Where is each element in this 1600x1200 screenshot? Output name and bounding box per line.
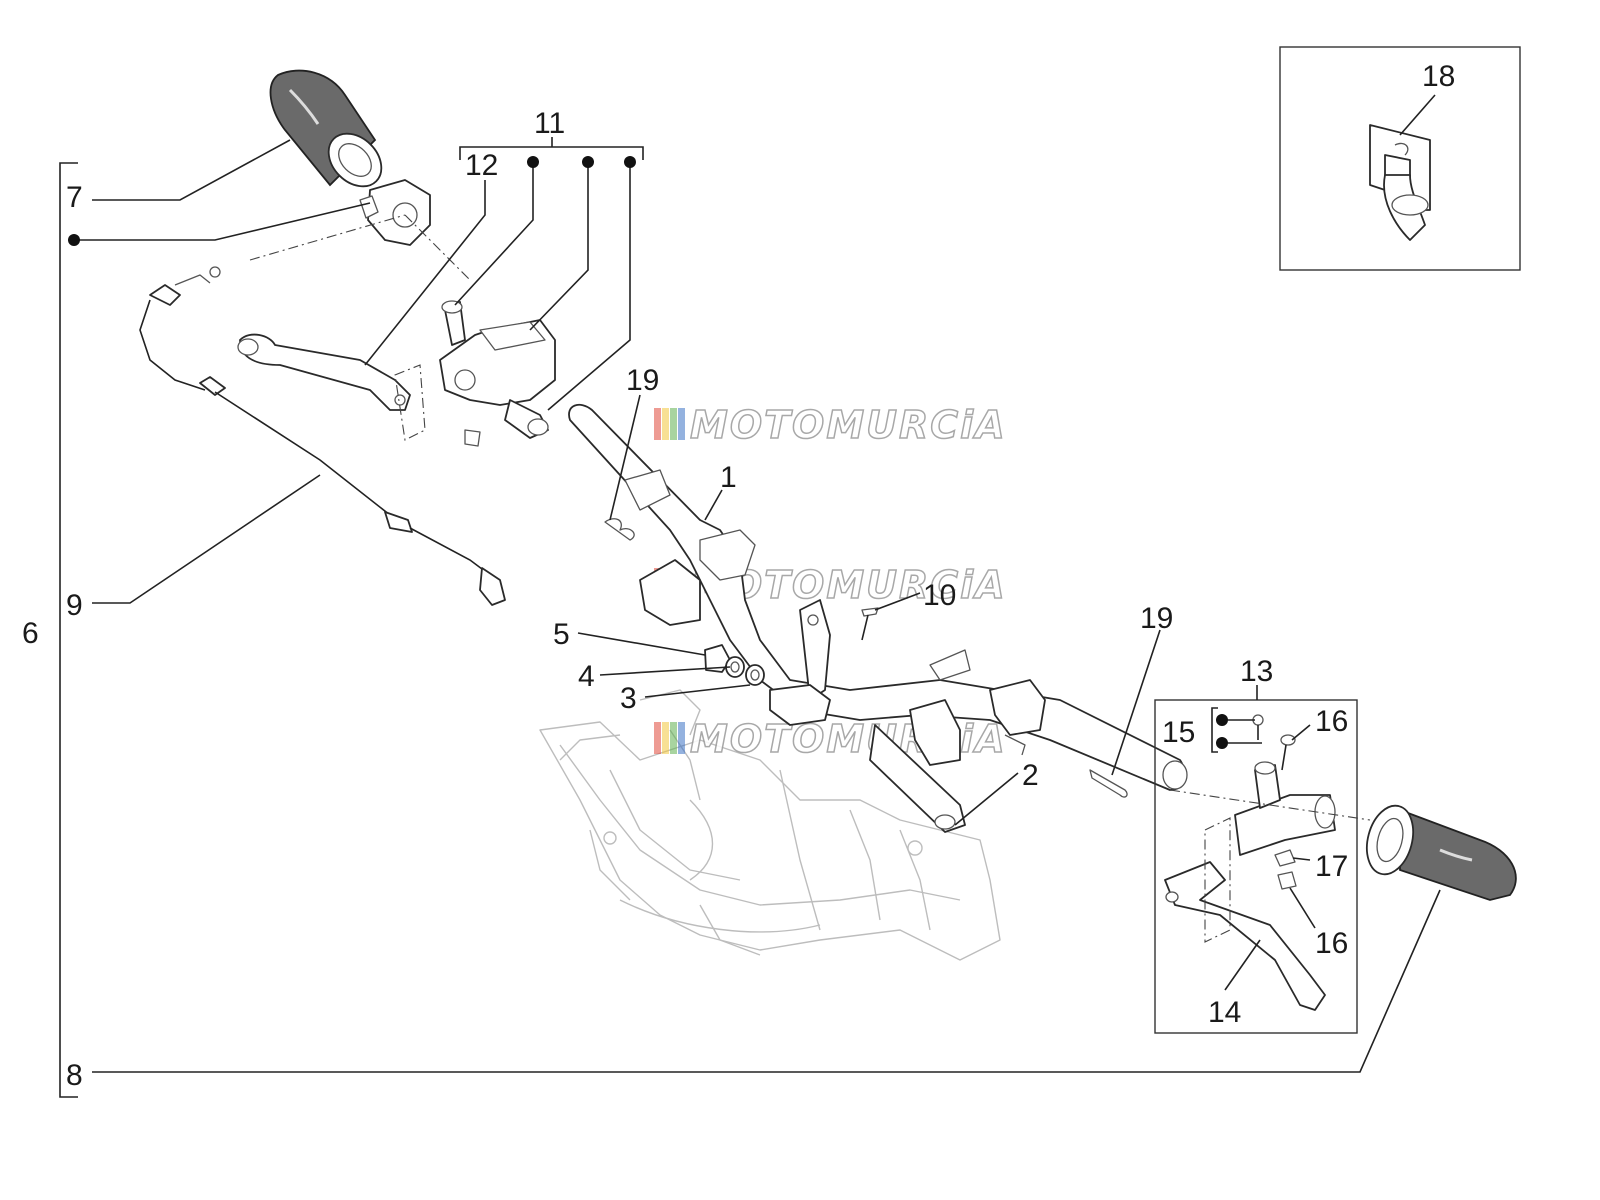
handlebar-icon <box>568 403 1188 833</box>
washer-icon <box>745 664 765 686</box>
cable-icon <box>139 266 506 606</box>
master-cylinder-icon <box>439 300 556 447</box>
cable-tie-icon <box>604 518 635 541</box>
callout-12: 12 <box>465 149 498 182</box>
screw-icon <box>861 607 879 641</box>
callout-4: 4 <box>578 660 595 693</box>
right-grip-icon <box>1365 804 1517 901</box>
watermark-1: MOTOMURCiA <box>654 402 1007 448</box>
callout-11: 11 <box>534 107 565 140</box>
washer-icon <box>725 656 745 678</box>
spring-icon <box>1274 849 1296 867</box>
callout-10: 10 <box>923 579 956 612</box>
nut-icon <box>1277 871 1297 890</box>
callout-13: 13 <box>1240 655 1273 688</box>
brake-lever-left-icon <box>237 333 411 411</box>
watermark-text: MOTOMURCiA <box>690 403 1007 447</box>
lever-bracket-icon <box>1234 761 1336 856</box>
brake-lever-right-icon <box>1164 861 1326 1011</box>
detail-box-13 <box>1154 699 1358 1034</box>
callout-5: 5 <box>553 618 570 651</box>
callout-9: 9 <box>66 589 83 622</box>
callout-17: 17 <box>1315 850 1348 883</box>
detail-box-18 <box>1279 46 1521 271</box>
callout-1: 1 <box>720 461 737 494</box>
left-grip-icon <box>269 69 383 188</box>
throttle-housing-icon <box>359 179 431 246</box>
callout-16-bottom: 16 <box>1315 927 1348 960</box>
screw-icon <box>1280 734 1296 771</box>
screw-icon <box>1252 714 1264 740</box>
clip-icon <box>1369 124 1431 241</box>
callout-16-top: 16 <box>1315 705 1348 738</box>
callout-19-top: 19 <box>626 364 659 397</box>
callout-14: 14 <box>1208 996 1241 1029</box>
cable-tie-icon <box>1089 769 1128 798</box>
callout-6: 6 <box>22 617 39 650</box>
bullet-markers <box>68 156 1228 749</box>
callout-19-right: 19 <box>1140 602 1173 635</box>
callout-18: 18 <box>1422 60 1455 93</box>
callout-7: 7 <box>66 181 83 214</box>
leader-lines <box>78 94 1441 1073</box>
callout-8: 8 <box>66 1059 83 1092</box>
bracket-6 <box>59 162 78 1098</box>
callout-3: 3 <box>620 682 637 715</box>
callout-2: 2 <box>1022 759 1039 792</box>
callout-15: 15 <box>1162 716 1195 749</box>
